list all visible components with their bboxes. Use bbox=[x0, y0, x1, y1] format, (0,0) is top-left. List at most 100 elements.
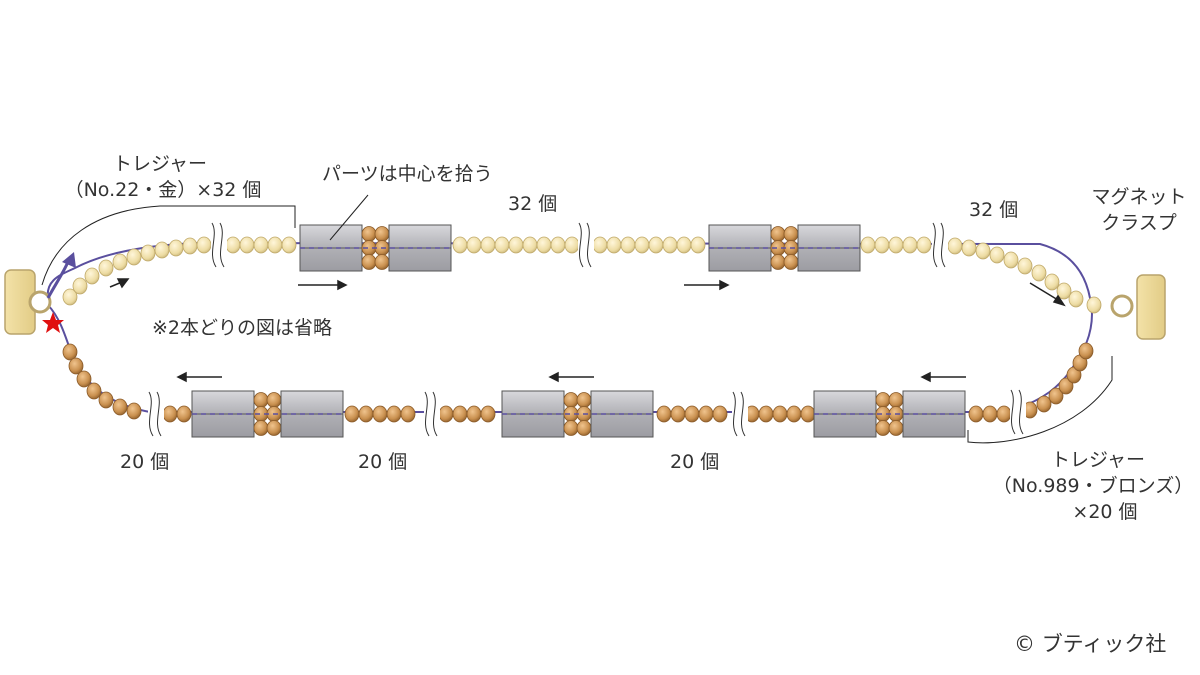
gold-bead bbox=[676, 236, 692, 254]
bronze-bead bbox=[786, 405, 802, 423]
gold-bead bbox=[975, 242, 991, 260]
break-mark-icon bbox=[148, 391, 164, 437]
gold-bead bbox=[916, 236, 932, 254]
bronze-bead bbox=[1058, 377, 1074, 395]
bronze-bead bbox=[62, 343, 78, 361]
treasure-gold-label-line2: （No.22・金）×32 個 bbox=[64, 179, 262, 201]
count-20-left-label: 20 個 bbox=[120, 451, 170, 473]
bronze-bead bbox=[670, 405, 686, 423]
gold-bead bbox=[536, 236, 552, 254]
break-mark-icon bbox=[578, 222, 594, 268]
part-seed-bead bbox=[783, 226, 799, 242]
part-seed-bead bbox=[253, 420, 269, 436]
bronze-bead bbox=[466, 405, 482, 423]
break-gap bbox=[732, 392, 748, 436]
treasure-bronze-label-line1: トレジャー bbox=[1050, 449, 1146, 471]
count-32-mid-label: 32 個 bbox=[508, 193, 558, 215]
direction-arrows bbox=[109, 278, 1066, 383]
bronze-bead bbox=[712, 405, 728, 423]
part-seed-bead bbox=[770, 226, 786, 242]
bronze-bead bbox=[1078, 342, 1094, 360]
gold-bead bbox=[154, 241, 170, 259]
bronze-bead bbox=[772, 405, 788, 423]
gold-bead bbox=[494, 236, 510, 254]
bronze-bead bbox=[162, 405, 178, 423]
parts-group bbox=[191, 224, 966, 438]
break-gap bbox=[578, 223, 594, 267]
break-gap bbox=[424, 392, 440, 436]
break-line bbox=[148, 391, 154, 437]
gold-bead bbox=[690, 236, 706, 254]
gold-bead bbox=[182, 237, 198, 255]
gold-bead-row bbox=[62, 236, 1102, 314]
gold-bead bbox=[902, 236, 918, 254]
gold-bead bbox=[961, 239, 977, 257]
copyright-text: ブティック社 bbox=[1041, 632, 1167, 656]
gold-bead bbox=[648, 236, 664, 254]
metal-part bbox=[191, 390, 344, 438]
count-20-right-label: 20 個 bbox=[670, 451, 720, 473]
gold-bead bbox=[874, 236, 890, 254]
gold-bead bbox=[1003, 251, 1019, 269]
magnet-clasp-label-line1: マグネット bbox=[1091, 186, 1187, 208]
gold-bead bbox=[281, 236, 297, 254]
gold-bead bbox=[62, 288, 78, 306]
gold-bead bbox=[1086, 296, 1102, 314]
needle-arrow-head bbox=[62, 252, 76, 268]
bronze-bead bbox=[656, 405, 672, 423]
part-seed-bead bbox=[888, 420, 904, 436]
magnet-clasp-label-line2: クラスプ bbox=[1101, 212, 1177, 234]
part-seed-bead bbox=[374, 226, 390, 242]
gold-bead bbox=[989, 246, 1005, 264]
start-star-icon bbox=[42, 312, 64, 333]
metal-part bbox=[501, 390, 654, 438]
bronze-bead bbox=[1048, 387, 1064, 405]
gold-bead bbox=[550, 236, 566, 254]
break-gap bbox=[211, 223, 227, 267]
gold-bead bbox=[634, 236, 650, 254]
gold-bead bbox=[1031, 264, 1047, 282]
leader-lines bbox=[41, 194, 1113, 444]
gold-bead bbox=[84, 267, 100, 285]
part-seed-bead bbox=[266, 392, 282, 408]
part-seed-bead bbox=[374, 254, 390, 270]
part-seed-bead bbox=[563, 392, 579, 408]
gold-bead bbox=[267, 236, 283, 254]
bronze-bead bbox=[358, 405, 374, 423]
gold-bead bbox=[1017, 257, 1033, 275]
gold-bead bbox=[168, 239, 184, 257]
break-mark-icon bbox=[732, 391, 748, 437]
gold-bead bbox=[1056, 282, 1072, 300]
treasure-bronze-label-line2: （No.989・ブロンズ） bbox=[992, 475, 1194, 497]
break-gap bbox=[932, 223, 948, 267]
gold-bead bbox=[860, 236, 876, 254]
gold-bead bbox=[239, 236, 255, 254]
part-seed-bead bbox=[266, 420, 282, 436]
break-line bbox=[932, 222, 938, 268]
bronze-bead bbox=[1036, 395, 1052, 413]
gold-bead bbox=[466, 236, 482, 254]
bronze-bead bbox=[996, 405, 1012, 423]
gold-bead bbox=[888, 236, 904, 254]
bronze-bead bbox=[68, 357, 84, 375]
break-mark-icon bbox=[932, 222, 948, 268]
copyright-symbol: © bbox=[1014, 632, 1035, 656]
needle-arrow bbox=[46, 261, 70, 299]
break-line bbox=[156, 391, 162, 437]
gold-bead bbox=[564, 236, 580, 254]
bronze-bead bbox=[344, 405, 360, 423]
break-line bbox=[219, 222, 225, 268]
gold-bead bbox=[1044, 273, 1060, 291]
gold-bead bbox=[225, 236, 241, 254]
count-20-mid-label: 20 個 bbox=[358, 451, 408, 473]
part-seed-bead bbox=[783, 254, 799, 270]
bronze-bead-row bbox=[62, 342, 1094, 423]
break-line bbox=[211, 222, 217, 268]
bronze-bead bbox=[372, 405, 388, 423]
break-mark-icon bbox=[1010, 389, 1026, 435]
gold-bead bbox=[112, 253, 128, 271]
part-seed-bead bbox=[576, 420, 592, 436]
gold-bead bbox=[1068, 290, 1084, 308]
metal-part bbox=[299, 224, 452, 272]
